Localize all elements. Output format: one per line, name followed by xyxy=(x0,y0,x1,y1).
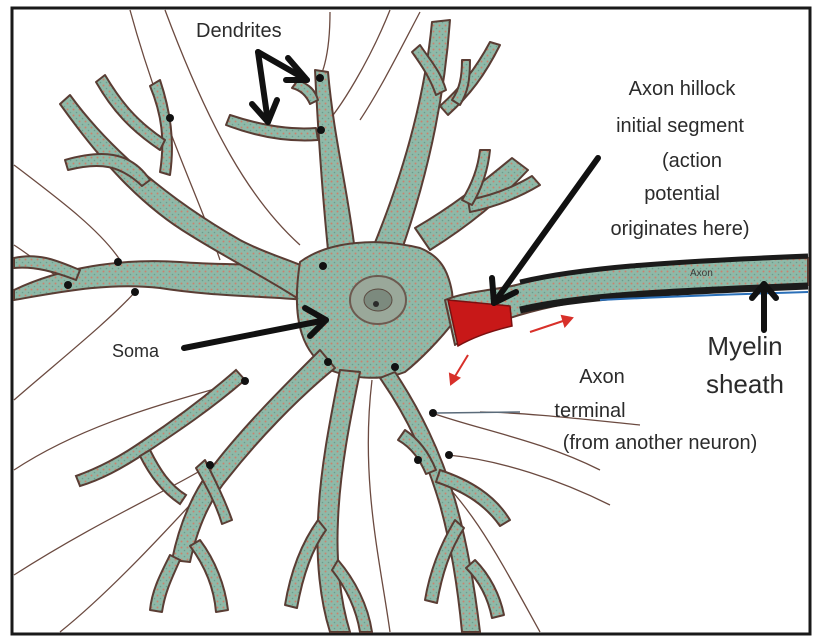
svg-text:terminal: terminal xyxy=(554,400,625,422)
svg-text:potential: potential xyxy=(644,183,720,205)
svg-text:(from another neuron): (from another neuron) xyxy=(563,432,758,454)
nucleus xyxy=(350,276,406,324)
svg-text:Axon: Axon xyxy=(579,366,625,388)
axon-terminal-pointer xyxy=(437,412,520,413)
svg-text:sheath: sheath xyxy=(706,369,784,399)
label-axon: Axon xyxy=(690,268,713,279)
svg-text:(action: (action xyxy=(662,150,722,172)
svg-text:Myelin: Myelin xyxy=(707,331,782,361)
label-soma: Soma xyxy=(112,341,160,361)
label-dendrites: Dendrites xyxy=(196,20,282,42)
svg-text:originates here): originates here) xyxy=(611,218,750,240)
svg-text:initial segment: initial segment xyxy=(616,115,744,137)
svg-text:Axon hillock: Axon hillock xyxy=(629,78,737,100)
